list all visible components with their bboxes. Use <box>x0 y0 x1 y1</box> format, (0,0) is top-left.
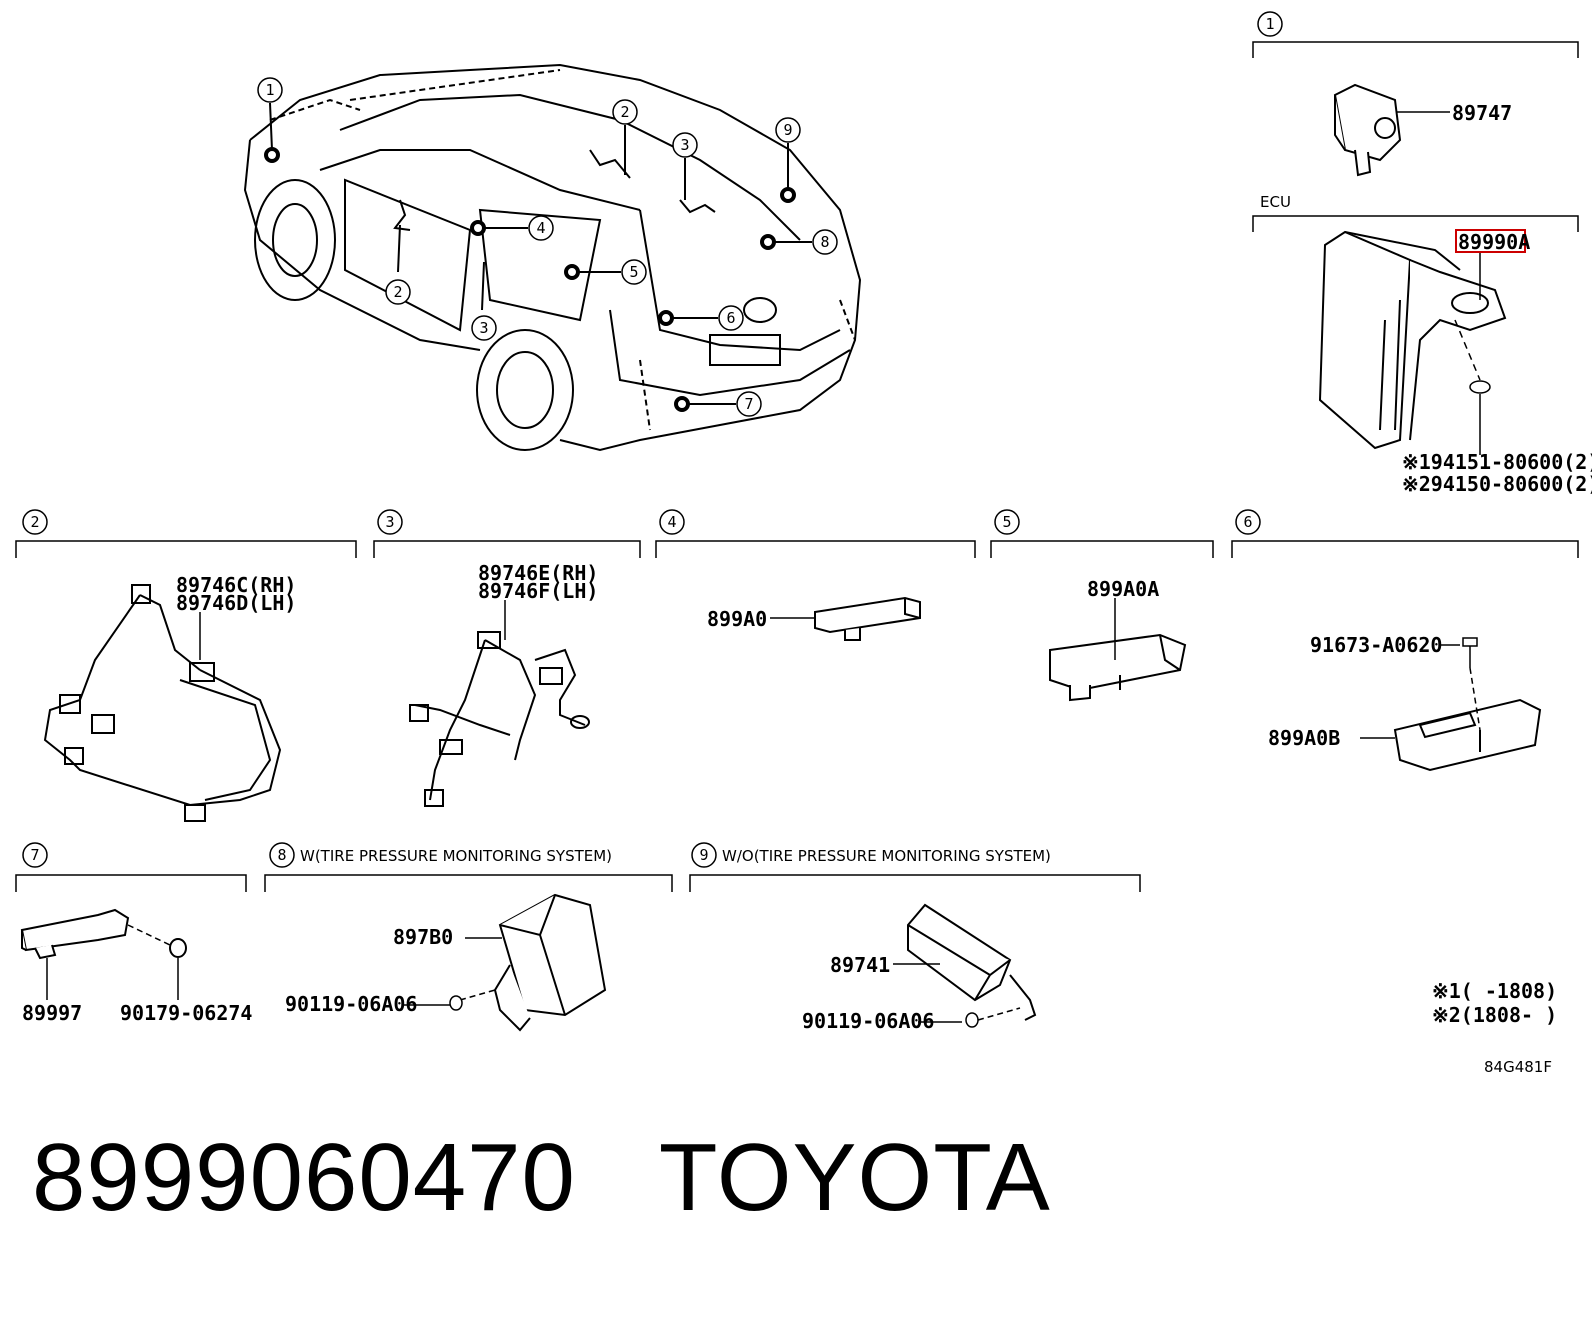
callout-3b: 3 <box>479 319 488 337</box>
part-899A0B[interactable]: 899A0B <box>1268 726 1340 750</box>
part-89746C[interactable]: 89746C(RH) <box>176 573 296 597</box>
ecu-note-2: ※294150-80600(2) <box>1402 472 1592 496</box>
section-6-num: 6 <box>1243 513 1252 531</box>
section-3-num: 3 <box>385 513 394 531</box>
part-90179-06274[interactable]: 90179-06274 <box>120 1001 252 1025</box>
part-89746D[interactable]: 89746D(LH) <box>176 591 296 615</box>
callout-1: 1 <box>265 81 274 99</box>
part-89747[interactable]: 89747 <box>1452 101 1512 125</box>
section-7-num: 7 <box>30 846 39 864</box>
part-897B0[interactable]: 897B0 <box>393 925 453 949</box>
callout-3: 3 <box>680 136 689 154</box>
ecu-note-1: ※194151-80600(2) <box>1402 450 1592 474</box>
callout-2b: 2 <box>393 283 402 301</box>
harness-2-drawing <box>43 584 282 822</box>
callout-5: 5 <box>629 263 638 281</box>
antenna-899A0-drawing <box>814 596 921 641</box>
ecu-label: ECU <box>1260 193 1291 211</box>
part-899A0A[interactable]: 899A0A <box>1087 577 1159 601</box>
part-89990A[interactable]: 89990A <box>1458 230 1530 254</box>
diagram-code: 84G481F <box>1484 1058 1552 1076</box>
section-8-num: 8 <box>277 846 286 864</box>
part-89746F[interactable]: 89746F(LH) <box>478 579 598 603</box>
part-90119-06A06-b[interactable]: 90119-06A06 <box>802 1009 934 1033</box>
callout-9: 9 <box>783 121 792 139</box>
part-89746E[interactable]: 89746E(RH) <box>478 561 598 585</box>
footer-brand: TOYOTA <box>658 1124 1051 1231</box>
section-1-num: 1 <box>1265 15 1274 33</box>
section-4-num: 4 <box>667 513 676 531</box>
part-90119-06A06-a[interactable]: 90119-06A06 <box>285 992 417 1016</box>
highlight-box <box>1455 229 1526 253</box>
antenna-899A0A-drawing <box>1049 633 1187 702</box>
footnote-1: ※1( -1808) <box>1432 979 1557 1003</box>
part-89741[interactable]: 89741 <box>830 953 890 977</box>
section-9-num: 9 <box>699 846 708 864</box>
sensor-89997-drawing <box>20 908 187 960</box>
callout-2: 2 <box>620 103 629 121</box>
module-897B0-drawing <box>493 893 607 1032</box>
part-899A0[interactable]: 899A0 <box>707 607 767 631</box>
ecu-drawing <box>1318 230 1507 450</box>
section-8-title: W(TIRE PRESSURE MONITORING SYSTEM) <box>300 847 612 865</box>
module-89741-drawing <box>907 903 1037 1021</box>
footer-title: 8999060470 TOYOTA <box>32 1130 1051 1226</box>
sensor-89747-drawing <box>1333 83 1402 177</box>
callout-7: 7 <box>744 395 753 413</box>
parts-diagram: 1 2 3 9 4 5 8 6 7 2 3 1 2 3 4 <box>15 11 1592 1076</box>
callout-4: 4 <box>536 219 545 237</box>
part-89997[interactable]: 89997 <box>22 1001 82 1025</box>
footer-part-number: 8999060470 <box>32 1124 576 1231</box>
section-2-num: 2 <box>30 513 39 531</box>
harness-3-drawing <box>409 631 590 807</box>
antenna-899A0B-drawing <box>1393 698 1542 772</box>
section-9-title: W/O(TIRE PRESSURE MONITORING SYSTEM) <box>722 847 1051 865</box>
callout-8: 8 <box>820 233 829 251</box>
part-91673-A0620[interactable]: 91673-A0620 <box>1310 633 1442 657</box>
vehicle-illustration <box>243 63 862 452</box>
footnote-2: ※2(1808- ) <box>1432 1003 1557 1027</box>
callout-6: 6 <box>726 309 735 327</box>
section-5-num: 5 <box>1002 513 1011 531</box>
